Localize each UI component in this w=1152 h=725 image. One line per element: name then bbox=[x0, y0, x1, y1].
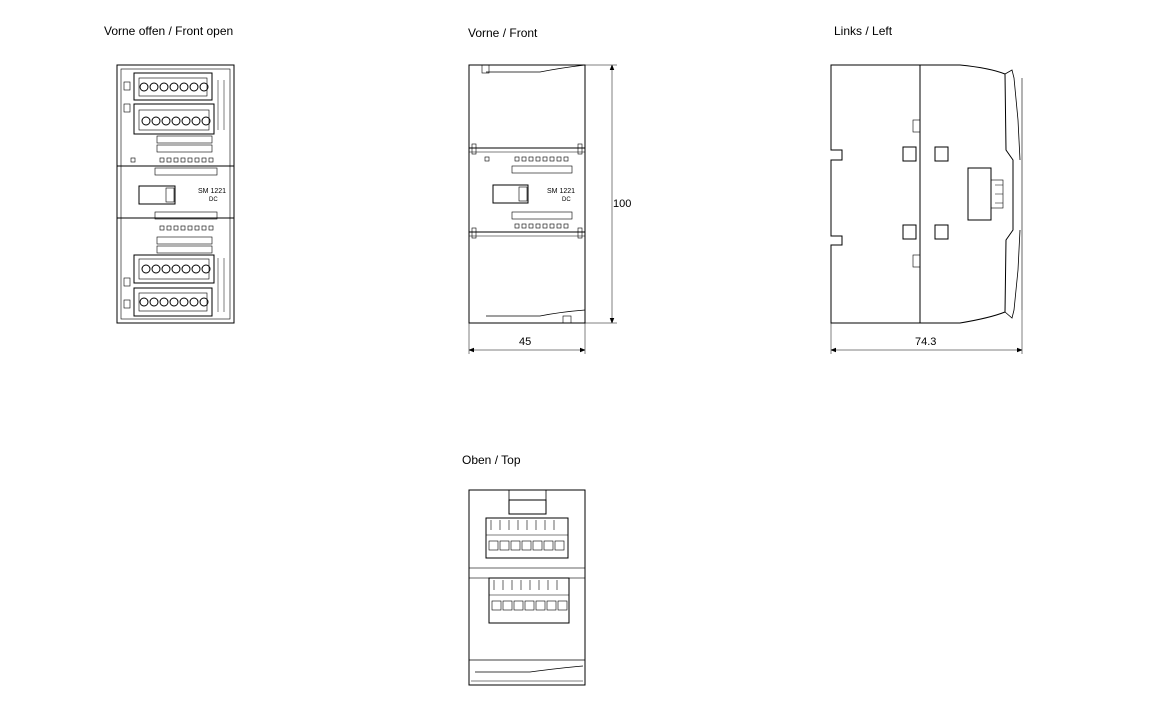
top-screw-row bbox=[139, 82, 209, 92]
front-open-view-title: Vorne offen / Front open bbox=[104, 24, 234, 38]
front-open-view: SM 1221 DC bbox=[116, 64, 235, 324]
front-dimension-lines bbox=[468, 64, 617, 354]
top-screw-row-2 bbox=[141, 116, 211, 126]
left-dimension-lines bbox=[830, 310, 1023, 354]
front-open-model-label: SM 1221 bbox=[198, 188, 226, 195]
front-open-type-label: DC bbox=[209, 197, 218, 203]
front-height-dimension: 100 bbox=[613, 198, 632, 210]
front-led-row-top bbox=[484, 156, 573, 174]
front-open-label-zone: SM 1221 DC bbox=[138, 167, 226, 220]
front-type-label: DC bbox=[562, 197, 571, 203]
left-view-title: Links / Left bbox=[834, 24, 893, 38]
front-view-title: Vorne / Front bbox=[468, 26, 538, 40]
bottom-screw-row-2 bbox=[139, 297, 209, 307]
top-terminal-connector bbox=[133, 72, 225, 135]
front-led-row-bottom bbox=[511, 211, 573, 229]
front-view: SM 1221 DC bbox=[468, 64, 617, 354]
top-view-terminal-block-2 bbox=[489, 580, 569, 611]
front-open-led-rows-bottom bbox=[156, 225, 214, 254]
left-width-dimension: 74.3 bbox=[915, 336, 937, 348]
front-open-led-rows-top bbox=[130, 135, 214, 163]
top-view-terminal-block-1 bbox=[486, 520, 568, 551]
top-view bbox=[468, 489, 586, 686]
left-view bbox=[830, 64, 1023, 354]
front-model-label: SM 1221 bbox=[547, 188, 575, 195]
top-view-title: Oben / Top bbox=[462, 453, 521, 467]
bottom-terminal-connector bbox=[133, 254, 225, 317]
front-width-dimension: 45 bbox=[519, 336, 532, 348]
bottom-screw-row bbox=[141, 264, 211, 274]
